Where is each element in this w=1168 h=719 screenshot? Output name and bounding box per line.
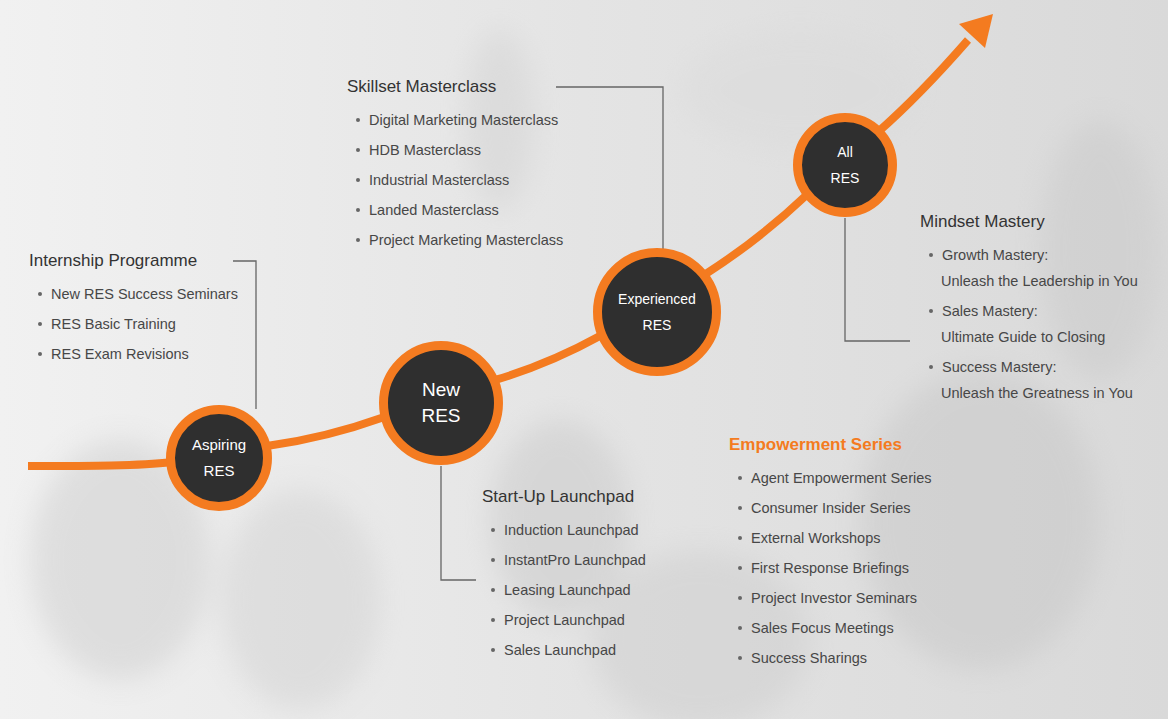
stage-circle: Aspiring RES [166,405,272,511]
group-heading: Internship Programme [29,251,197,271]
leader-line [441,466,476,580]
circle-text-holder: New RES [411,377,471,429]
bullet-dot [929,365,933,369]
stage-label: Experienced RES [611,286,703,338]
bullet-dot [491,588,495,592]
list-item: Induction Launchpad [504,520,639,540]
bullet-dot [738,506,742,510]
bullet-dot [929,253,933,257]
list-item: Consumer Insider Series [751,498,911,518]
circle-outline [598,253,717,372]
stage-label: New RES [411,377,471,429]
list-item: RES Exam Revisions [51,344,189,364]
list-item: New RES Success Seminars [51,284,238,304]
circle-text-holder: Aspiring RES [184,432,254,484]
curve-head-line [878,40,968,132]
item-subline: Unleash the Leadership in You [941,271,1138,291]
item-subline: Unleash the Greatness in You [941,383,1133,403]
bullet-dot [38,322,42,326]
curve-tail [28,462,171,466]
bullet-dot [738,596,742,600]
list-item: Digital Marketing Masterclass [369,110,558,130]
leader-line [556,87,663,251]
bullet-dot [491,648,495,652]
circle-shape [166,405,272,511]
list-item: Success Sharings [751,648,867,668]
growth-curve [706,196,806,274]
bullet-dot [38,352,42,356]
bullet-dot [491,558,495,562]
bullet-dot [491,528,495,532]
bullet-dot [356,148,360,152]
list-item: External Workshops [751,528,880,548]
stage-circle: All RES [793,113,897,217]
group-heading: Skillset Masterclass [347,77,496,97]
list-item: Industrial Masterclass [369,170,509,190]
bullet-dot [356,238,360,242]
list-item: Landed Masterclass [369,200,499,220]
growth-curve [496,336,600,380]
circle-text-holder: All RES [825,139,865,191]
bullet-dot [738,656,742,660]
list-item: Success Mastery: [942,357,1056,377]
arrow-head [959,14,993,48]
circle-outline [384,346,499,461]
bullet-dot [738,566,742,570]
group-heading: Mindset Mastery [920,212,1045,232]
stage-label: All RES [825,139,865,191]
circle-shape [793,113,897,217]
bullet-dot [738,536,742,540]
stage-circle: New RES [379,341,503,465]
list-item: Sales Focus Meetings [751,618,894,638]
list-item: Sales Mastery: [942,301,1038,321]
circle-shape [593,248,721,376]
list-item: InstantPro Launchpad [504,550,646,570]
list-item: Project Launchpad [504,610,625,630]
bullet-dot [356,208,360,212]
circle-outline [798,118,893,213]
list-item: RES Basic Training [51,314,176,334]
bullet-dot [738,626,742,630]
growth-curve [269,417,383,445]
group-heading: Empowerment Series [729,435,902,455]
list-item: Growth Mastery: [942,245,1048,265]
leader-line [233,261,256,409]
bullet-dot [491,618,495,622]
list-item: Project Investor Seminars [751,588,917,608]
bullet-dot [356,118,360,122]
list-item: Agent Empowerment Series [751,468,932,488]
circle-shape [379,341,503,465]
group-heading: Start-Up Launchpad [482,487,634,507]
circle-outline [171,410,268,507]
bullet-dot [738,476,742,480]
bullet-dot [38,292,42,296]
stage-label: Aspiring RES [184,432,254,484]
list-item: Sales Launchpad [504,640,616,660]
list-item: HDB Masterclass [369,140,481,160]
item-subline: Ultimate Guide to Closing [941,327,1105,347]
list-item: First Response Briefings [751,558,909,578]
bullet-dot [356,178,360,182]
stage-circle: Experienced RES [593,248,721,376]
list-item: Leasing Launchpad [504,580,631,600]
bullet-dot [929,309,933,313]
circle-text-holder: Experienced RES [611,286,703,338]
leader-line [845,218,910,341]
list-item: Project Marketing Masterclass [369,230,563,250]
